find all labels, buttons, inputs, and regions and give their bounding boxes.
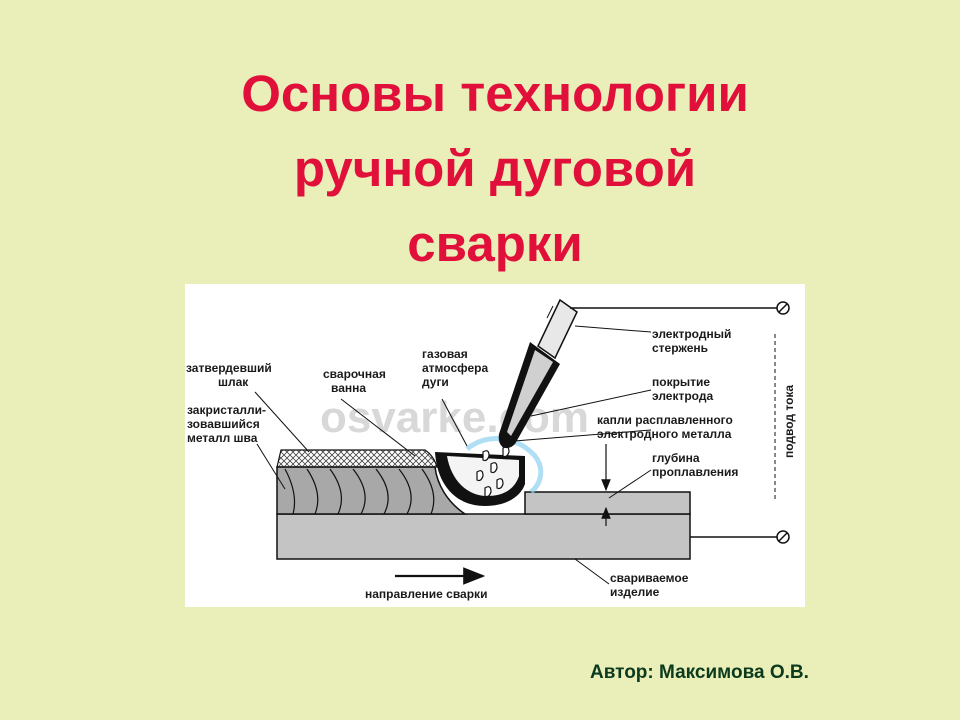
leader-lines <box>254 325 652 585</box>
label-gas-atmosphere: газовая атмосфера дуги <box>422 347 491 389</box>
current-supply-circuit <box>570 307 777 538</box>
label-weld-pool: сварочная ванна <box>323 367 389 395</box>
workpiece-plate <box>276 513 691 560</box>
title-line-2: ручной дуговой <box>293 140 697 197</box>
unwelded-plate-surface <box>524 491 691 515</box>
crystal-lines <box>284 468 435 515</box>
author-credit: Автор: Максимова О.В. <box>590 662 809 683</box>
label-welding-direction: направление сварки <box>365 587 487 601</box>
molten-droplets <box>476 446 510 498</box>
label-electrode-coating: покрытие электрода <box>652 375 713 403</box>
label-workpiece: свариваемое изделие <box>610 571 692 599</box>
terminal-bottom-icon <box>776 530 790 544</box>
hardened-slag-layer <box>276 449 438 468</box>
title-line-1: Основы технологии <box>241 65 749 122</box>
label-penetration-depth: глубина проплавления <box>652 451 738 479</box>
welding-diagram: osvarke.com osvarke.com <box>185 284 805 607</box>
label-molten-droplets: капли расплавленного электродного металл… <box>597 413 736 441</box>
label-current-supply: подвод тока <box>782 385 796 458</box>
terminal-top-icon <box>776 301 790 315</box>
watermark-top: osvarke.com <box>320 393 589 442</box>
label-crystallized-metal: закристалли- зовавшийся металл шва <box>187 403 269 445</box>
slide-title: Основы технологии ручной дуговой сварки <box>0 56 960 281</box>
label-hardened-slag: затвердевший шлак <box>186 361 275 389</box>
title-line-3: сварки <box>407 215 583 272</box>
gas-atmosphere-arc <box>465 436 544 494</box>
label-electrode-rod: электродный стержень <box>652 327 735 355</box>
welding-diagram-svg: osvarke.com osvarke.com <box>186 298 796 601</box>
weld-seam-metal <box>276 466 468 515</box>
